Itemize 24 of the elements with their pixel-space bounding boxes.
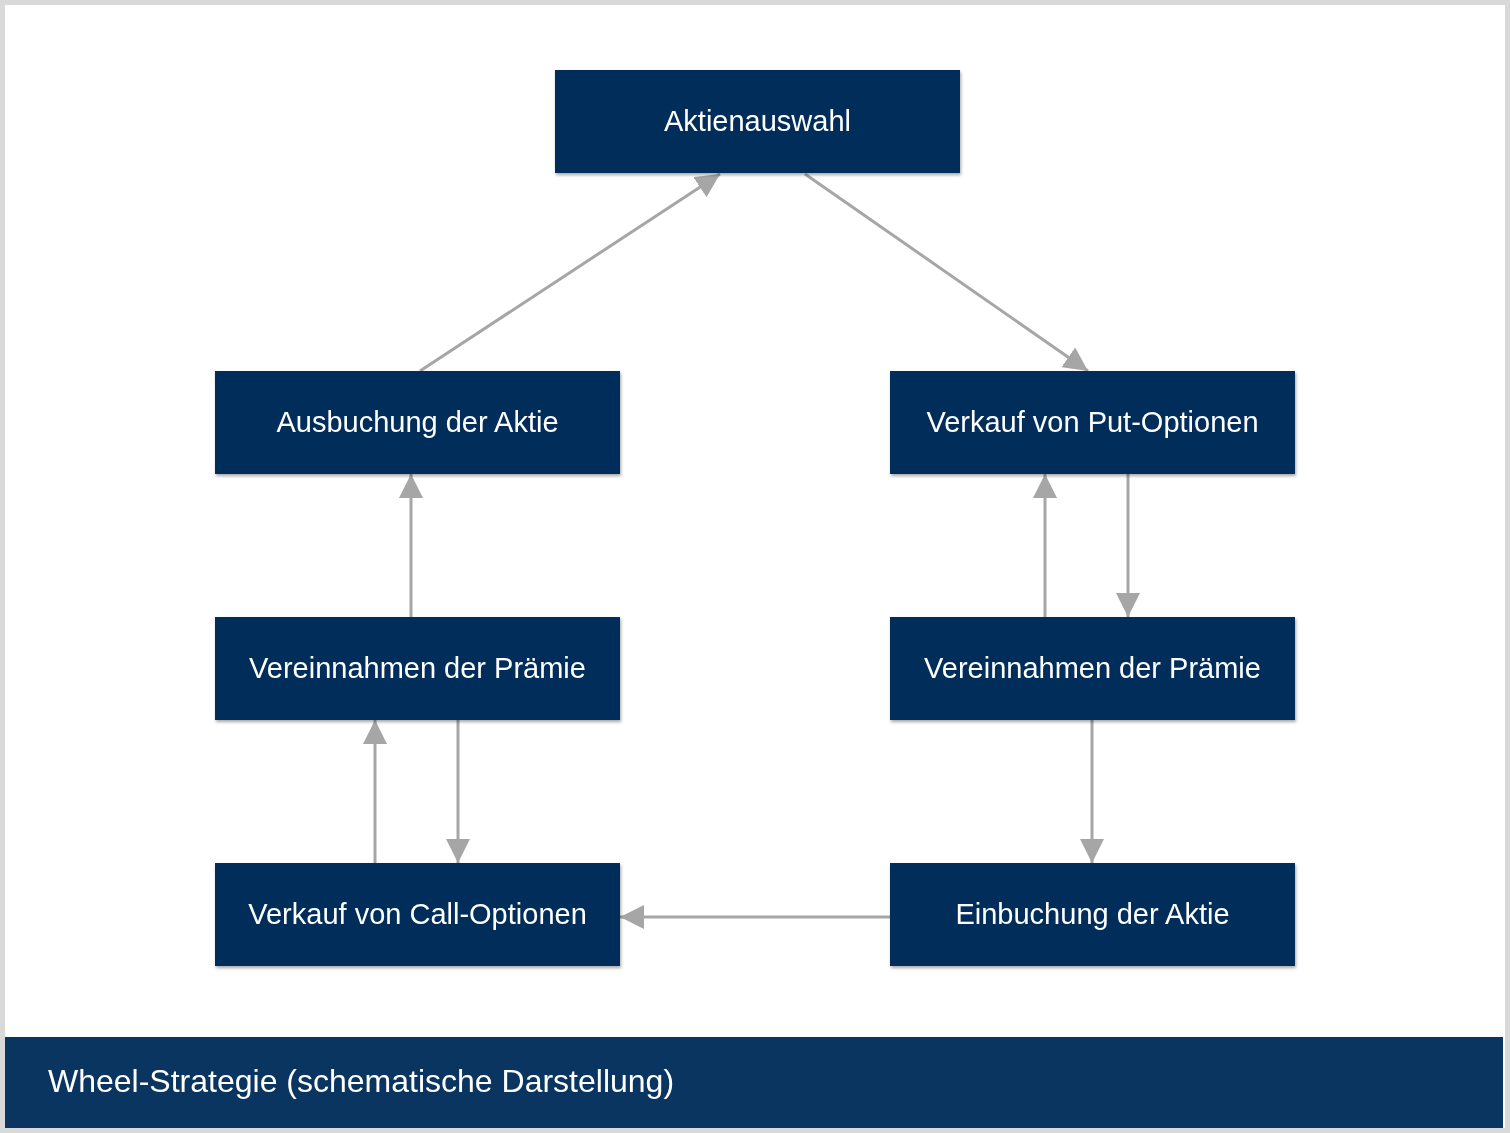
arrow <box>1080 720 1104 863</box>
process-box <box>215 371 620 474</box>
arrow <box>419 172 721 373</box>
arrow <box>804 172 1089 373</box>
arrow <box>399 474 423 617</box>
process-box <box>555 70 960 173</box>
process-box <box>890 617 1295 720</box>
process-box <box>215 863 620 966</box>
box-label: Verkauf von Put-Optionen <box>926 406 1259 439</box>
box-label: Ausbuchung der Aktie <box>276 406 559 439</box>
arrow <box>446 720 470 863</box>
box-label: Vereinnahmen der Prämie <box>924 652 1261 685</box>
arrow <box>1033 474 1057 617</box>
box-label: Verkauf von Call-Optionen <box>248 898 587 931</box>
arrow <box>620 905 890 929</box>
box-label: Vereinnahmen der Prämie <box>249 652 586 685</box>
caption: Wheel-Strategie (schematische Darstellung) <box>48 1063 675 1100</box>
process-box <box>890 863 1295 966</box>
box-label: Aktienauswahl <box>664 105 851 138</box>
box-label: Einbuchung der Aktie <box>955 898 1230 931</box>
arrow <box>1116 474 1140 617</box>
arrow <box>363 720 387 863</box>
process-box <box>890 371 1295 474</box>
process-box <box>215 617 620 720</box>
